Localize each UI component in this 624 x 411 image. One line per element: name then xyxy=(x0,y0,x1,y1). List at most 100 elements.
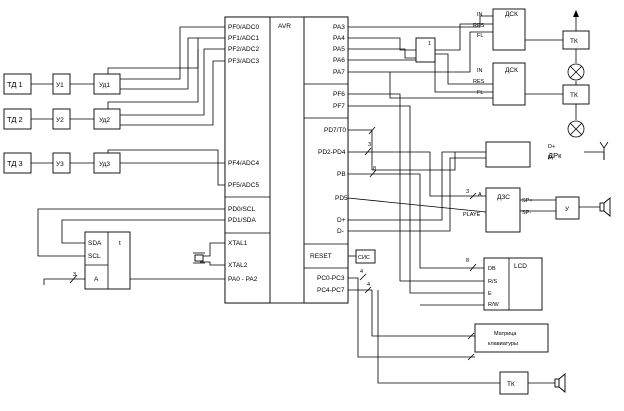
dsk-2-fl: FL xyxy=(477,90,483,96)
u-1-label: У1 xyxy=(56,82,64,89)
reset-block: СИС xyxy=(355,249,376,264)
dzs-bus-width: 3 xyxy=(466,189,469,195)
rtc-sda-pin: SDA xyxy=(88,240,102,247)
antenna-icon xyxy=(599,141,609,160)
pin-pf5: PF5/ADC5 xyxy=(228,182,259,189)
sensor-chain-2: ТД 2 У2 Уд2 xyxy=(3,108,121,130)
tk-2-label: ТК xyxy=(570,92,578,99)
tk-block-2: ТК xyxy=(562,84,590,105)
dpk-dminus: D- xyxy=(548,155,554,161)
pin-pd1: PD1/SDA xyxy=(228,217,256,224)
speaker-icon xyxy=(599,197,611,217)
pin-pd7: PD7/T0 xyxy=(324,127,346,134)
bus-width-lcd: 8 xyxy=(466,258,469,264)
dsk-block-2: ДСК IN RES FL xyxy=(473,62,526,106)
gate-label: 1 xyxy=(428,41,431,47)
dsk-1-in: IN xyxy=(477,12,483,18)
rtc-t-label: t xyxy=(119,240,121,247)
pin-pa7: PA7 xyxy=(333,69,345,76)
u-3-label: У3 xyxy=(56,161,64,168)
reset-block-label: СИС xyxy=(358,255,370,261)
wires xyxy=(31,15,605,384)
pin-pf4: PF4/ADC4 xyxy=(228,160,259,167)
td-1-label: ТД 1 xyxy=(7,80,23,89)
rtc-bus-width: 3 xyxy=(73,272,76,278)
dzs-sp-plus: SP+ xyxy=(522,198,533,204)
dzs-sp-minus: SP- xyxy=(522,210,531,216)
dzs-pin-play: PLAYE xyxy=(463,212,481,218)
pin-pa0-pa2: PA0 - PA2 xyxy=(228,276,258,283)
mcu-block: AVR PF0/ADC0 PF1/ADC1 PF2/ADC2 PF3/ADC3 … xyxy=(224,16,349,304)
u-2-label: У2 xyxy=(56,117,64,124)
pin-pc4-pc7: PC4-PC7 xyxy=(317,287,345,294)
pin-pf3: PF3/ADC3 xyxy=(228,58,259,65)
dsk-1-res: RES xyxy=(473,23,485,29)
pin-pa4: PA4 xyxy=(333,35,345,42)
dsk-1-fl: FL xyxy=(477,33,483,39)
amp-block: У xyxy=(555,196,580,220)
bus-width-pb: 8 xyxy=(373,166,376,172)
dsk-2-in: IN xyxy=(477,68,483,74)
keypad-block: Матрица клавиатуры xyxy=(474,323,549,353)
dsk-2-res: RES xyxy=(473,79,485,85)
dsk-block-1: ДСК IN RES FL xyxy=(473,8,526,51)
gate-block: 1 xyxy=(415,37,436,63)
td-3-label: ТД 3 xyxy=(7,159,23,168)
pin-pa3: PA3 xyxy=(333,24,345,31)
rtc-a-pin: A xyxy=(94,276,99,283)
pin-pf7: PF7 xyxy=(333,103,345,110)
pin-xtal1: XTAL1 xyxy=(228,240,248,247)
keypad-line-2: клавиатуры xyxy=(488,341,518,347)
pin-pf1: PF1/ADC1 xyxy=(228,35,259,42)
bus-width-pc4: 4 xyxy=(367,282,370,288)
ud-3-label: Уд3 xyxy=(99,161,110,168)
dpk-label: ДРк xyxy=(548,151,562,160)
lcd-rw-pin: R/W xyxy=(488,302,500,308)
dsk-1-label: ДСК xyxy=(505,11,518,18)
rtc-block: SDA SCL A t 3 xyxy=(73,231,131,290)
tk-1-label: ТК xyxy=(570,38,578,45)
bus-width-pd2: 3 xyxy=(368,142,371,148)
pin-dplus: D+ xyxy=(337,217,346,224)
tk-block-3: ТК xyxy=(499,371,529,395)
pin-pc0-pc3: PC0-PC3 xyxy=(317,275,345,282)
pin-xtal2: XTAL2 xyxy=(228,262,248,269)
dsk-2-label: ДСК xyxy=(505,67,518,74)
crystal-icon xyxy=(193,252,205,264)
sensor-chain-3: ТД 3 У3 Уд3 xyxy=(3,152,121,174)
rtc-scl-pin: SCL xyxy=(88,253,101,260)
lcd-db-pin: DB xyxy=(488,266,496,272)
keypad-line-1: Матрица xyxy=(494,331,517,337)
amp-label: У xyxy=(565,206,570,213)
dzs-block: ДЗС A PLAYE SP+ SP- 3 xyxy=(463,187,533,233)
sensor-chain-1: ТД 1 У1 Уд1 xyxy=(3,73,121,95)
pin-pf2: PF2/ADC2 xyxy=(228,46,259,53)
lcd-block: LCD DB R/S E R/W xyxy=(483,257,543,311)
lcd-e-pin: E xyxy=(488,291,492,297)
lamp-icon-2 xyxy=(567,120,585,138)
pin-pb: PB xyxy=(337,171,346,178)
lcd-rs-pin: R/S xyxy=(488,279,498,285)
pin-dminus: D- xyxy=(337,228,344,235)
bus-width-pc0: 4 xyxy=(360,269,363,275)
pin-pd0: PD0/SCL xyxy=(228,206,255,213)
dzs-label: ДЗС xyxy=(497,194,510,201)
pin-pd5: PD5 xyxy=(335,195,348,202)
dzs-pin-a: A xyxy=(478,192,482,198)
pin-pf0: PF0/ADC0 xyxy=(228,24,259,31)
ud-1-label: Уд1 xyxy=(99,82,110,89)
pin-pa5: PA5 xyxy=(333,46,345,53)
dpk-block: ДРк D+ D- xyxy=(485,141,562,168)
pin-pd2-pd4: PD2-PD4 xyxy=(318,149,346,156)
pin-pf6: PF6 xyxy=(333,91,345,98)
ud-2-label: Уд2 xyxy=(99,117,110,124)
pin-pa6: PA6 xyxy=(333,57,345,64)
lcd-label: LCD xyxy=(514,263,527,270)
td-2-label: ТД 2 xyxy=(7,115,23,124)
speaker-icon-2 xyxy=(554,373,566,393)
arrow-up-icon xyxy=(573,10,579,17)
tk-3-label: ТК xyxy=(507,381,515,388)
tk-block-1: ТК xyxy=(562,30,590,50)
lamp-icon xyxy=(567,63,585,81)
